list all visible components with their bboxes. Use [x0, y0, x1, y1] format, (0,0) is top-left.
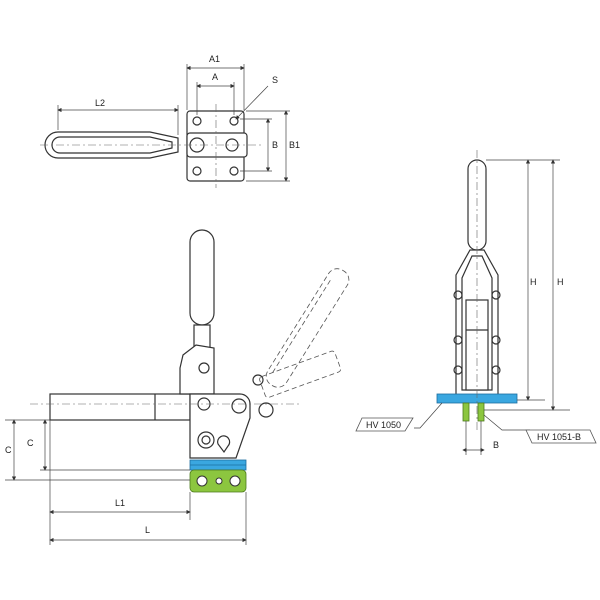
dim-label-L: L — [145, 525, 150, 535]
dim-label-H-outer: H — [557, 277, 564, 287]
dim-label-C-inner: C — [27, 438, 34, 448]
dim-label-A1: A1 — [209, 54, 220, 64]
dim-label-L2: L2 — [95, 98, 105, 108]
dim-label-B-front: B — [493, 440, 499, 450]
dim-label-S: S — [272, 75, 278, 85]
front-adapter-right — [477, 402, 485, 422]
callout-hv1051b: HV 1051-B — [537, 432, 581, 442]
dim-label-A: A — [212, 72, 218, 82]
front-view: H H B HV 1050 HV 1051-B — [355, 150, 597, 455]
front-adapter-left — [462, 402, 470, 422]
side-view: C C L1 L — [5, 229, 350, 545]
dim-label-B1: B1 — [289, 140, 300, 150]
callout-box-hv1051b — [525, 429, 597, 444]
dim-label-C-outer: C — [5, 445, 12, 455]
dim-label-B: B — [272, 140, 278, 150]
callout-box-hv1050 — [355, 417, 414, 432]
callout-hv1050: HV 1050 — [366, 420, 401, 430]
top-view: A1 A S L2 B B1 — [40, 54, 300, 188]
dim-label-L1: L1 — [115, 498, 125, 508]
dim-label-H-inner: H — [530, 277, 537, 287]
